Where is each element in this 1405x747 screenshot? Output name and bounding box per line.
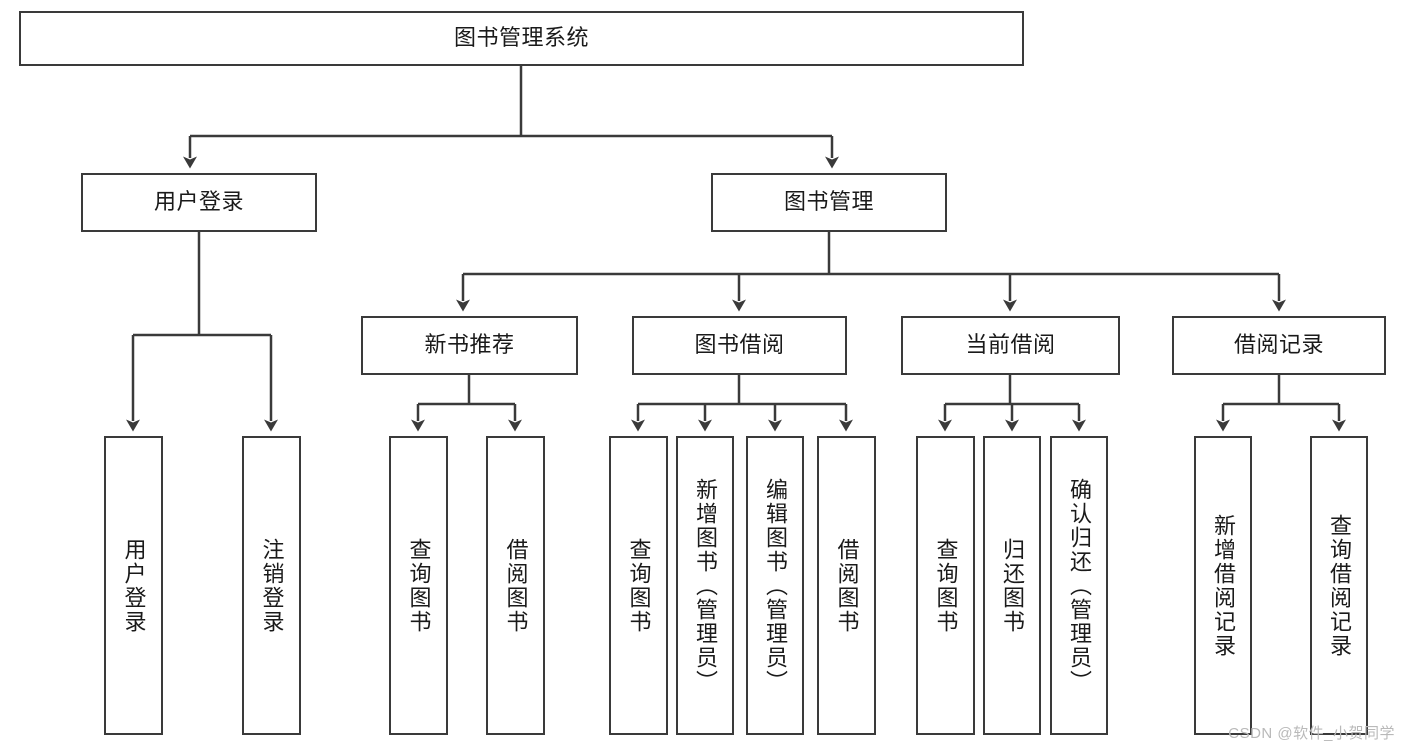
- node-label: 借阅图书: [834, 537, 860, 634]
- node-leaf-borrow-book-borrow[interactable]: 借阅图书: [817, 436, 876, 735]
- node-leaf-confirm-return-admin[interactable]: 确认归还（管理员）: [1050, 436, 1108, 735]
- node-book-borrow[interactable]: 图书借阅: [632, 316, 847, 375]
- node-label: 图书管理系统: [453, 25, 589, 51]
- node-label: 借阅记录: [1233, 332, 1324, 358]
- node-leaf-add-borrow-record[interactable]: 新增借阅记录: [1194, 436, 1252, 735]
- node-label: 新增图书（管理员）: [692, 477, 718, 694]
- node-label: 查询借阅记录: [1326, 513, 1352, 658]
- node-label: 新增借阅记录: [1210, 513, 1236, 658]
- node-current-borrow[interactable]: 当前借阅: [901, 316, 1120, 375]
- node-user-login[interactable]: 用户登录: [81, 173, 317, 232]
- node-label: 新书推荐: [424, 332, 515, 358]
- node-leaf-logout-login[interactable]: 注销登录: [242, 436, 301, 735]
- node-label: 借阅图书: [503, 537, 529, 634]
- node-leaf-query-book-recommend[interactable]: 查询图书: [389, 436, 448, 735]
- node-new-book-recommend[interactable]: 新书推荐: [361, 316, 578, 375]
- node-label: 用户登录: [153, 189, 244, 215]
- node-label: 归还图书: [999, 537, 1025, 634]
- node-label: 当前借阅: [965, 332, 1056, 358]
- node-leaf-user-login[interactable]: 用户登录: [104, 436, 163, 735]
- node-leaf-query-borrow-record[interactable]: 查询借阅记录: [1310, 436, 1368, 735]
- node-label: 用户登录: [121, 537, 147, 634]
- node-leaf-query-book-current[interactable]: 查询图书: [916, 436, 975, 735]
- node-leaf-add-book-admin[interactable]: 新增图书（管理员）: [676, 436, 734, 735]
- node-leaf-return-book[interactable]: 归还图书: [983, 436, 1041, 735]
- node-label: 编辑图书（管理员）: [762, 477, 788, 694]
- node-book-management[interactable]: 图书管理: [711, 173, 947, 232]
- node-leaf-borrow-book-recommend[interactable]: 借阅图书: [486, 436, 545, 735]
- node-leaf-edit-book-admin[interactable]: 编辑图书（管理员）: [746, 436, 804, 735]
- node-leaf-query-book-borrow[interactable]: 查询图书: [609, 436, 668, 735]
- node-label: 图书管理: [783, 189, 874, 215]
- node-label: 图书借阅: [694, 332, 785, 358]
- node-label: 确认归还（管理员）: [1066, 477, 1092, 694]
- node-label: 查询图书: [406, 537, 432, 634]
- node-borrow-record[interactable]: 借阅记录: [1172, 316, 1386, 375]
- node-label: 注销登录: [259, 537, 285, 634]
- node-label: 查询图书: [626, 537, 652, 634]
- watermark-text: CSDN @软件_小贺同学: [1228, 725, 1395, 742]
- node-root-book-management-system[interactable]: 图书管理系统: [19, 11, 1024, 66]
- node-label: 查询图书: [933, 537, 959, 634]
